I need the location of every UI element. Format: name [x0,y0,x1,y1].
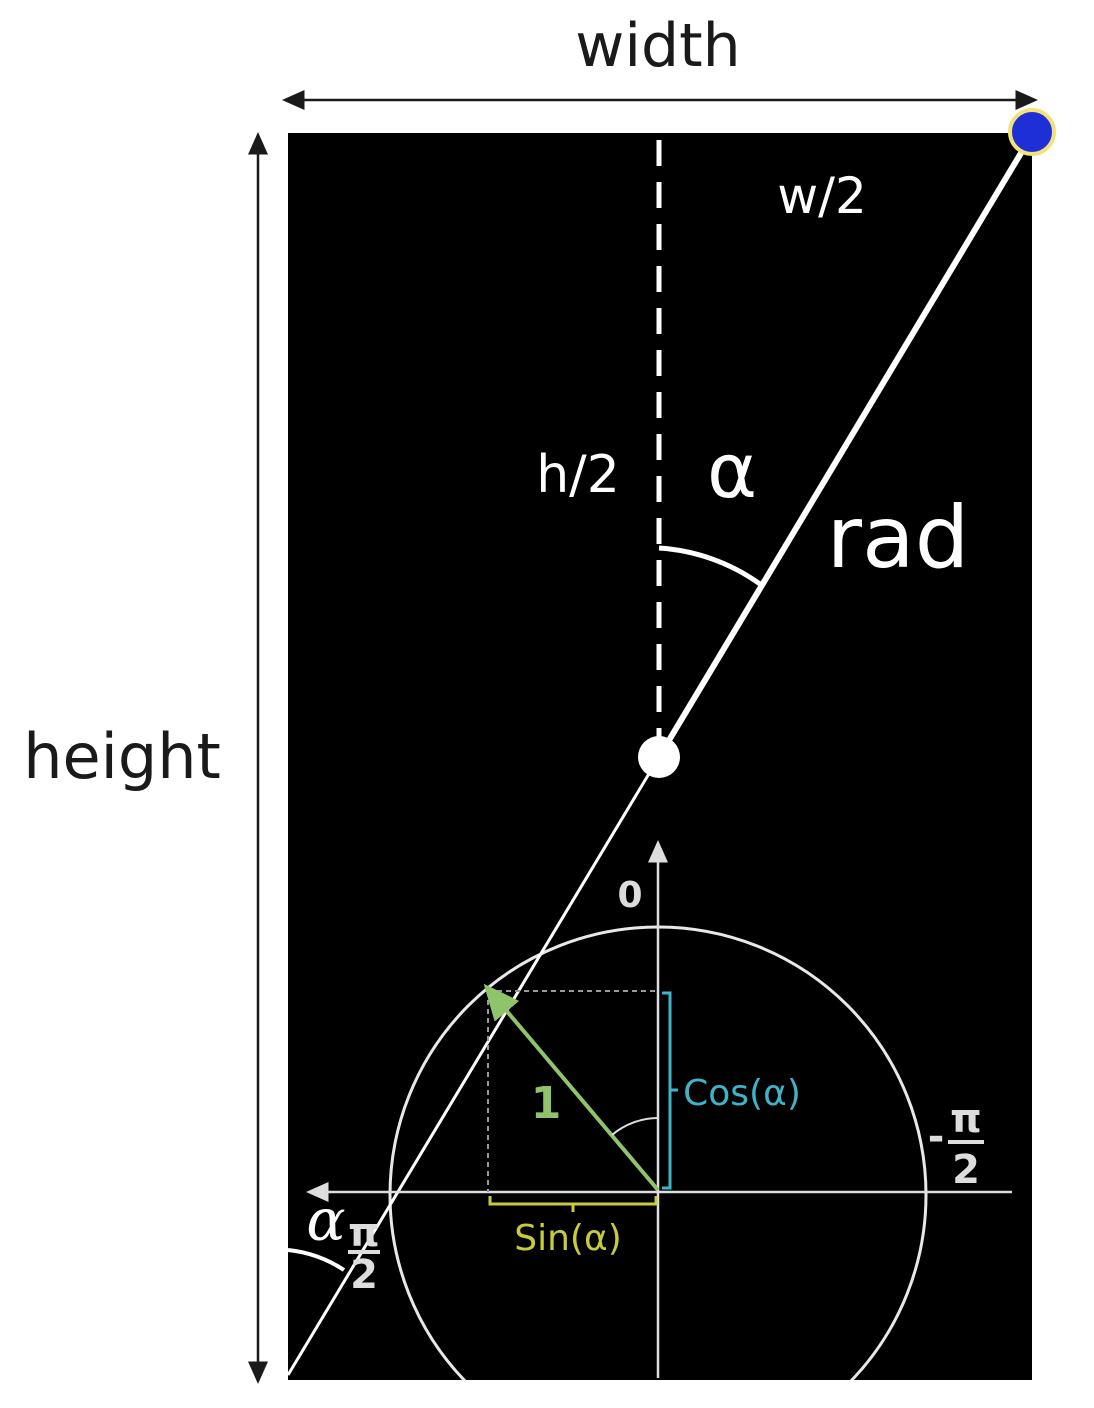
unit-length-label: 1 [531,1078,562,1129]
zero-label: 0 [617,875,642,916]
alpha-arc [658,545,762,587]
sin-label: Sin(α) [514,1218,622,1259]
extension-line [286,756,661,1376]
unit-vector [483,983,660,1192]
corner-alpha-label: α [306,1186,345,1254]
corner-alpha-arc [287,1248,346,1272]
half-width-label: w/2 [777,167,867,225]
left-two-label: 2 [350,1252,378,1298]
right-two-label: 2 [952,1147,980,1193]
center-point [638,736,680,778]
left-pi-label: π [348,1210,380,1256]
sin-bracket [488,1196,658,1212]
radius-line [656,136,1033,759]
corner-endpoint [1008,108,1056,156]
alpha-label: α [707,426,757,515]
origin-alpha-arc [611,1117,659,1136]
cos-label: Cos(α) [683,1073,801,1114]
neg-sign: - [928,1114,945,1160]
height-label: height [23,720,221,793]
rad-label: rad [827,488,970,588]
cos-bracket [662,991,678,1190]
width-label: width [575,11,740,81]
right-pi-label: π [950,1096,982,1142]
half-height-label: h/2 [536,445,620,505]
